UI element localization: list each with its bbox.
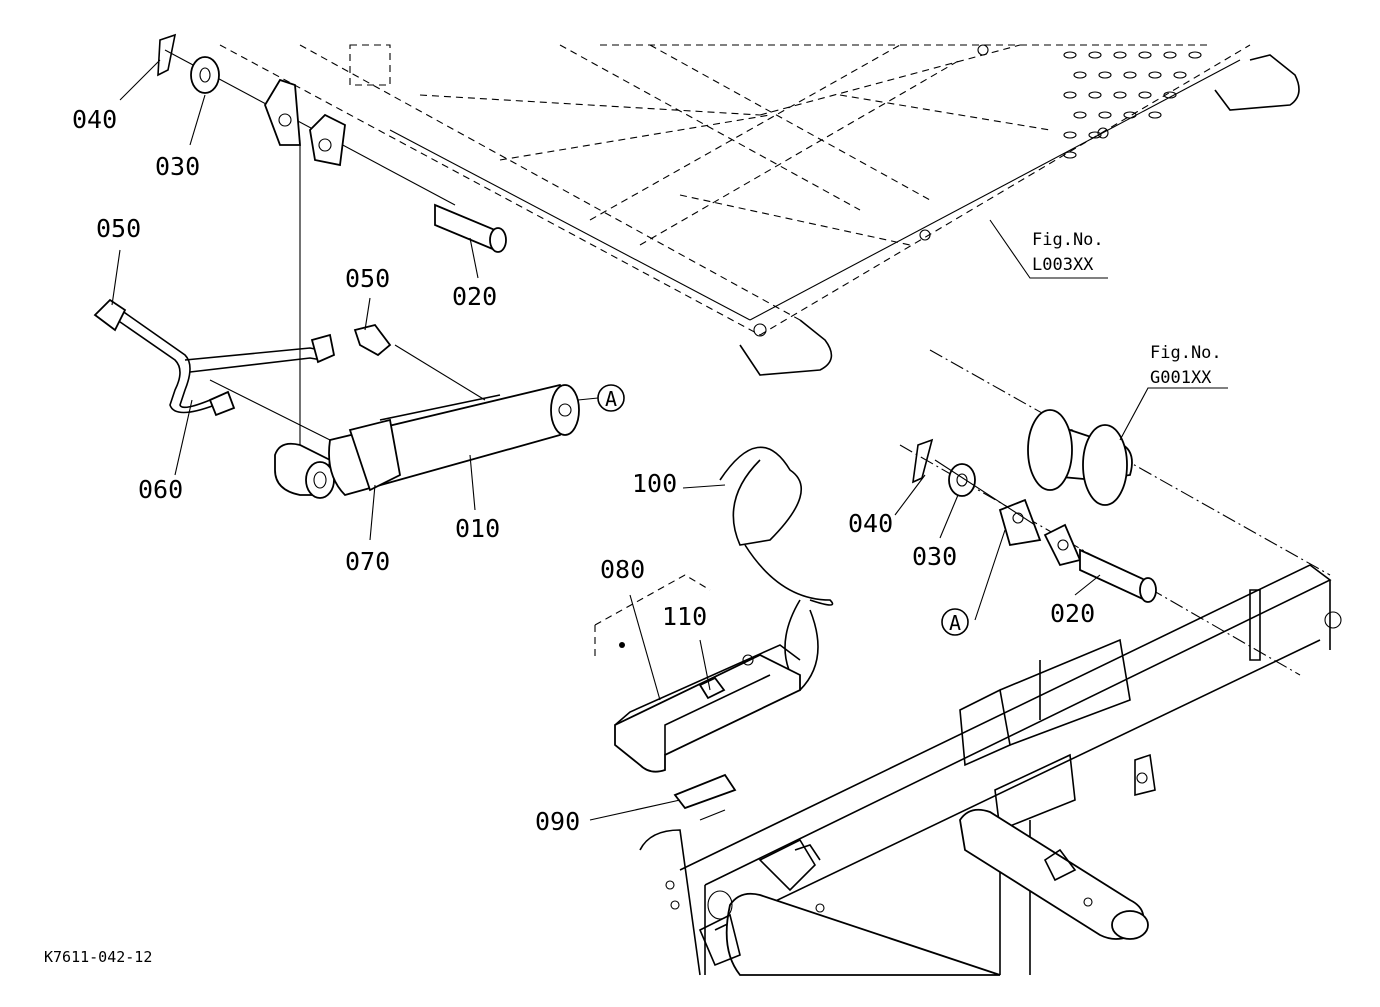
lock-bracket-080	[594, 574, 801, 821]
callout-a-lower-letter: A	[949, 611, 961, 635]
lower-chassis	[639, 564, 1342, 976]
label-030-left: 030	[155, 152, 200, 181]
label-020-left: 020	[452, 282, 497, 311]
part-labels: 040 030 050 050 020 060 010 070 100 080 …	[72, 105, 1095, 836]
washer-030-right	[948, 463, 976, 497]
label-050-left: 050	[96, 214, 141, 243]
fig-ref-1-id: L003XX	[1032, 255, 1094, 275]
fig-ref-2-id: G001XX	[1150, 368, 1212, 388]
tread-plate	[1063, 51, 1202, 159]
label-070: 070	[345, 547, 390, 576]
safety-wire-100	[719, 446, 834, 692]
elbow-fitting-050-left	[93, 298, 127, 332]
washer-030-left	[190, 56, 220, 94]
label-110: 110	[662, 602, 707, 631]
callout-a-upper	[597, 384, 625, 412]
right-pivot-assembly	[899, 349, 1331, 676]
callout-a-lower	[941, 608, 969, 636]
step-handle-right	[1214, 54, 1300, 111]
pad-090	[673, 773, 737, 810]
label-040-right: 040	[848, 509, 893, 538]
platform-frame	[219, 44, 1300, 376]
label-050-right: 050	[345, 264, 390, 293]
drawing-code: K7611-042-12	[44, 948, 152, 966]
label-060: 060	[138, 475, 183, 504]
label-090: 090	[535, 807, 580, 836]
fig-ref-1-prefix: Fig.No.	[1032, 230, 1104, 250]
cotter-pin-040-left	[157, 33, 177, 77]
step-handle-front	[739, 319, 833, 376]
callout-markers: A A	[597, 384, 969, 636]
callout-a-upper-letter: A	[605, 387, 617, 411]
leader-lines	[111, 59, 1228, 821]
hydraulic-cylinder-010	[209, 379, 580, 499]
label-080: 080	[600, 555, 645, 584]
label-020-right: 020	[1050, 599, 1095, 628]
fig-ref-2-prefix: Fig.No.	[1150, 343, 1222, 363]
label-030-right: 030	[912, 542, 957, 571]
hydraulic-hose-060	[93, 298, 486, 417]
cotter-pin-040-right	[912, 438, 934, 484]
bolt-110	[698, 676, 726, 700]
label-040-left: 040	[72, 105, 117, 134]
clamp-070	[348, 418, 402, 492]
label-010: 010	[455, 514, 500, 543]
figure-references: Fig.No. L003XX Fig.No. G001XX	[1032, 230, 1222, 388]
elbow-fitting-050-right	[353, 323, 392, 357]
label-100: 100	[632, 469, 677, 498]
left-hinge-assembly	[157, 33, 507, 450]
